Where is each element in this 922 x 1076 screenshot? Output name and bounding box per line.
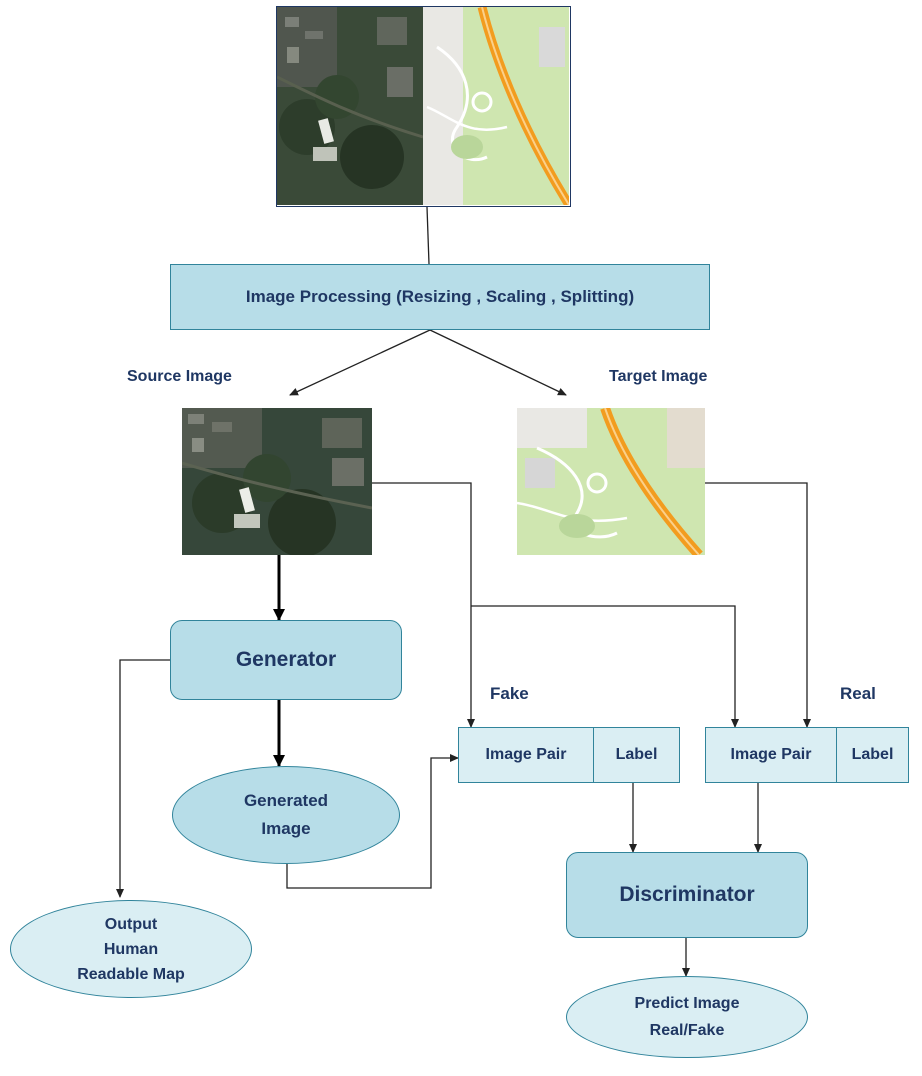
source-image bbox=[182, 408, 372, 555]
prediction-line-1: Predict Image bbox=[634, 995, 740, 1012]
fake-label-cell: Label bbox=[593, 728, 679, 782]
discriminator-box: Discriminator bbox=[566, 852, 808, 938]
prediction-ellipse: Predict Image Real/Fake bbox=[566, 976, 808, 1058]
output-map-line-2: Human bbox=[103, 940, 159, 958]
fake-image-pair-cell: Image Pair bbox=[485, 746, 567, 763]
satellite-map-split-image bbox=[277, 7, 570, 206]
connector-source-to-fake-pair bbox=[372, 482, 475, 728]
output-map-ellipse: Output Human Readable Map bbox=[10, 900, 252, 998]
arrow-processing-to-source bbox=[289, 329, 431, 396]
fake-label: Fake bbox=[490, 684, 529, 703]
source-image-label: Source Image bbox=[127, 368, 232, 385]
real-label: Real bbox=[840, 684, 876, 703]
connector-target-to-real-pair bbox=[705, 482, 811, 728]
image-processing-box: Image Processing (Resizing , Scaling , S… bbox=[170, 264, 710, 330]
real-label-cell: Label bbox=[836, 728, 908, 782]
fake-image-pair-box: Image Pair Label bbox=[458, 727, 680, 783]
map-image bbox=[517, 408, 705, 555]
connector-generator-to-output bbox=[116, 659, 170, 898]
generated-image-ellipse: Generated Image bbox=[172, 766, 400, 864]
generated-image-line-2: Image bbox=[261, 819, 311, 838]
connector-input-to-processing bbox=[426, 206, 430, 265]
satellite-image bbox=[182, 408, 372, 555]
real-image-pair-cell: Image Pair bbox=[730, 746, 812, 763]
output-map-line-1: Output bbox=[104, 915, 158, 933]
prediction-line-2: Real/Fake bbox=[649, 1022, 725, 1039]
input-image-pair bbox=[276, 6, 571, 207]
connector-source-to-real-pair bbox=[471, 605, 739, 728]
target-image-label: Target Image bbox=[609, 368, 708, 385]
real-image-pair-box: Image Pair Label bbox=[705, 727, 909, 783]
connector-generated-to-fake-pair bbox=[286, 754, 459, 889]
target-image bbox=[517, 408, 705, 555]
arrow-processing-to-target bbox=[429, 329, 567, 396]
generator-box: Generator bbox=[170, 620, 402, 700]
generated-image-line-1: Generated bbox=[243, 791, 329, 810]
output-map-line-3: Readable Map bbox=[77, 965, 185, 983]
